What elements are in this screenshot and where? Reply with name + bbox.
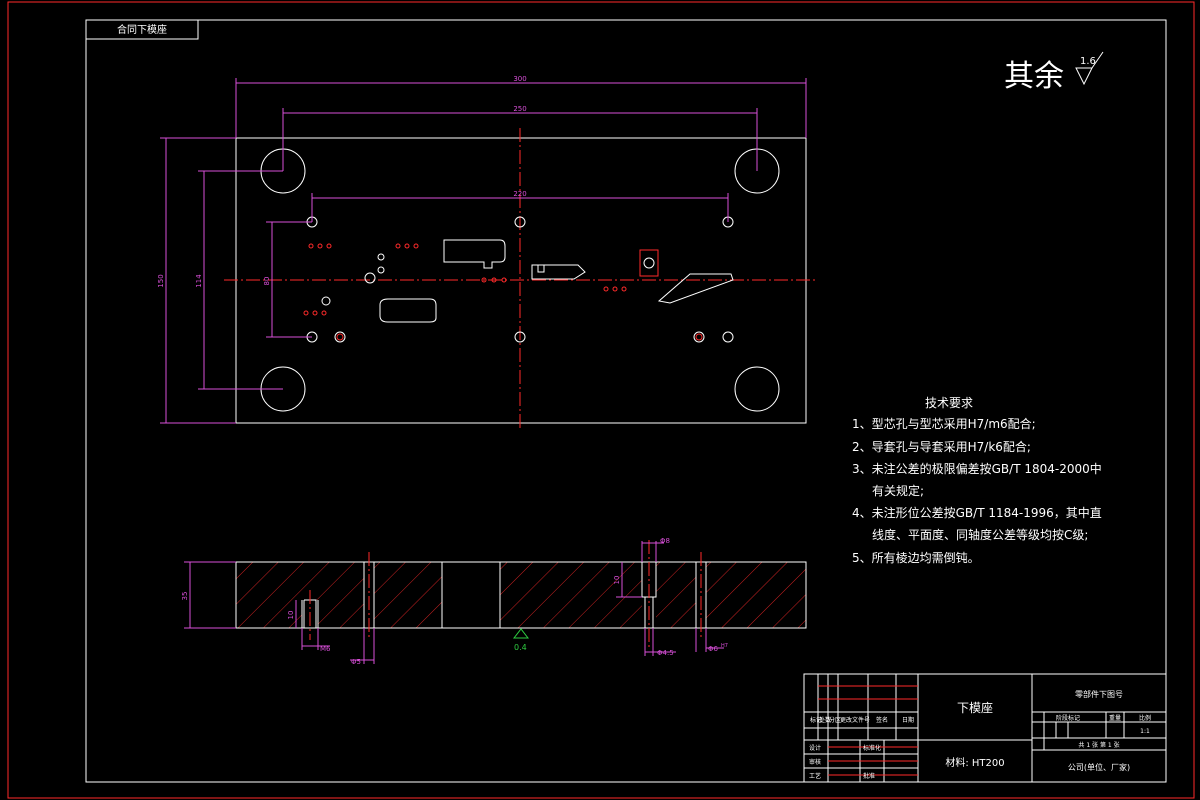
material: 材料: HT200 [945, 756, 1004, 769]
plan-view: 300 250 220 150 114 80 [157, 75, 816, 430]
role-label: 工艺 [809, 772, 821, 780]
dim-guide-vertical: 114 [195, 274, 203, 288]
title-tab-text: 合同下模座 [117, 23, 167, 36]
dim-guide-spacing: 250 [513, 105, 526, 113]
stage-header: 阶段标记 [1056, 714, 1080, 722]
guide-hole [734, 366, 780, 412]
tech-heading: 技术要求 [925, 396, 973, 410]
dim-overall-height: 150 [157, 274, 165, 287]
title-block: 标记 处数 分区 更改文件号 签名 日期 设计 审核 工艺 标准化 批准 下模座… [803, 673, 1167, 783]
dim-side-depth: 10 [287, 611, 295, 620]
technical-requirements: 技术要求 1、型芯孔与型芯采用H7/m6配合; 2、导套孔与导套采用H7/k6配… [852, 396, 1102, 565]
dim-pin-spacing: 220 [513, 190, 526, 198]
sheet-border [7, 1, 1195, 799]
rev-header: 日期 [902, 716, 914, 724]
drawing-frame [85, 19, 1167, 783]
dim-m6: M6 [320, 645, 331, 653]
rev-header: 处数 [819, 716, 831, 724]
tech-item: 5、所有棱边均需倒钝。 [852, 550, 980, 565]
scale-value: 1:1 [1140, 728, 1150, 735]
section-roughness: 0.4 [514, 643, 527, 652]
dim-overall-width: 300 [513, 75, 526, 83]
tech-item: 1、型芯孔与型芯采用H7/m6配合; [852, 416, 1036, 431]
dim-thickness: 35 [181, 592, 189, 601]
rev-header: 更改文件号 [840, 716, 870, 724]
tech-item: 2、导套孔与导套采用H7/k6配合; [852, 439, 1031, 454]
role-label: 审核 [809, 758, 821, 766]
stage-header: 比例 [1139, 714, 1151, 722]
dim-phi6-tol: H7 [721, 643, 728, 649]
dim-depth: 10 [613, 576, 621, 585]
dim-phi5: Φ5 [351, 658, 361, 666]
tech-item: 3、未注公差的极限偏差按GB/T 1804-2000中 [852, 461, 1102, 476]
dim-pin-vertical: 80 [263, 277, 271, 286]
rev-header: 标记 [810, 716, 822, 724]
stage-header: 重量 [1109, 714, 1121, 722]
roughness-symbol: 其余 1.6 [1004, 51, 1104, 94]
roughness-prefix: 其余 [1004, 59, 1064, 94]
roughness-value: 1.6 [1080, 56, 1096, 67]
rev-header: 签名 [876, 716, 888, 724]
tech-item: 线度、平面度、同轴度公差等级均按C级; [872, 527, 1088, 542]
role-label: 设计 [809, 744, 821, 752]
rev-header: 分区 [829, 716, 841, 724]
tech-item: 4、未注形位公差按GB/T 1184-1996，其中直 [852, 505, 1102, 520]
part-name: 下模座 [957, 700, 993, 715]
dim-phi8: Φ8 [660, 537, 670, 545]
company: 公司(单位、厂家) [1068, 762, 1130, 772]
dim-phi45: Φ4.5 [657, 649, 674, 657]
title-tab: 合同下模座 [85, 19, 199, 40]
sheet-info: 共 1 张 第 1 张 [1078, 741, 1119, 749]
drawing-number: 零部件下图号 [1075, 689, 1123, 699]
section-view: 35 10 10 Φ8 M6 Φ5 Φ4.5 Φ6 H7 0.4 [181, 537, 807, 666]
role-label: 批准 [863, 772, 875, 780]
tech-item: 有关规定; [872, 483, 924, 498]
dim-phi6: Φ6 [708, 645, 719, 653]
role-label: 标准化 [863, 744, 881, 752]
